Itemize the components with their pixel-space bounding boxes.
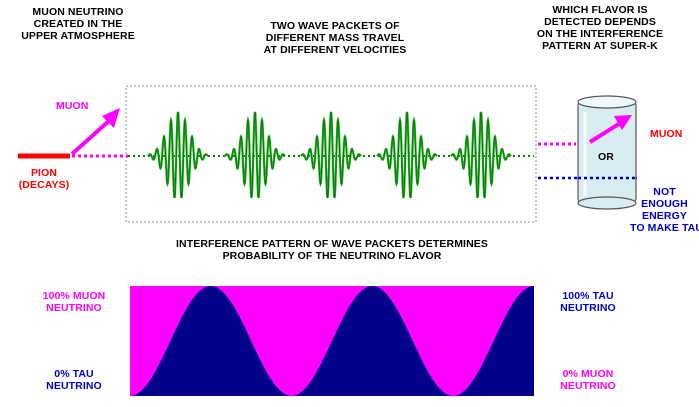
- wave-packets: [147, 111, 512, 199]
- wave-packet-4-shade: [376, 111, 438, 198]
- label-muon-left: MUON: [56, 100, 89, 112]
- caption-muon-created: MUON NEUTRINO CREATED IN THE UPPER ATMOS…: [21, 6, 135, 42]
- wave-packet-5: [450, 111, 512, 199]
- muon-probability-region: [130, 286, 534, 396]
- wave-packet-3: [300, 111, 362, 199]
- caption-flavor-detected: WHICH FLAVOR IS DETECTED DEPENDS ON THE …: [536, 4, 664, 52]
- wave-packet-2-shade: [224, 111, 286, 198]
- wave-packet-3-shade: [300, 111, 362, 198]
- wave-packet-1-shade: [147, 111, 209, 198]
- probability-band: [130, 286, 534, 396]
- label-not-enough-energy: NOT ENOUGH ENERGY TO MAKE TAU: [630, 186, 699, 234]
- wave-packet-2: [224, 111, 286, 199]
- muon-arrow-left-head: [102, 108, 120, 128]
- caption-wave-packets: TWO WAVE PACKETS OF DIFFERENT MASS TRAVE…: [263, 20, 407, 56]
- caption-interference: INTERFERENCE PATTERN OF WAVE PACKETS DET…: [176, 238, 488, 262]
- wave-packet-1: [147, 111, 209, 199]
- muon-arrow-left: [70, 118, 112, 156]
- label-pion: PION (DECAYS): [18, 167, 70, 191]
- label-or: OR: [598, 151, 614, 163]
- wave-packet-box: [125, 85, 537, 223]
- wave-packet-5-shade: [450, 111, 512, 198]
- label-muon-right: MUON: [650, 128, 683, 140]
- muon-arrow-right: [588, 120, 624, 144]
- label-0-muon: 0% MUON NEUTRINO: [560, 368, 616, 392]
- label-0-tau: 0% TAU NEUTRINO: [46, 368, 102, 392]
- muon-arrow-right-head: [614, 115, 632, 130]
- label-100-tau: 100% TAU NEUTRINO: [560, 290, 616, 314]
- wave-packet-4: [376, 111, 438, 199]
- label-100-muon: 100% MUON NEUTRINO: [42, 290, 106, 314]
